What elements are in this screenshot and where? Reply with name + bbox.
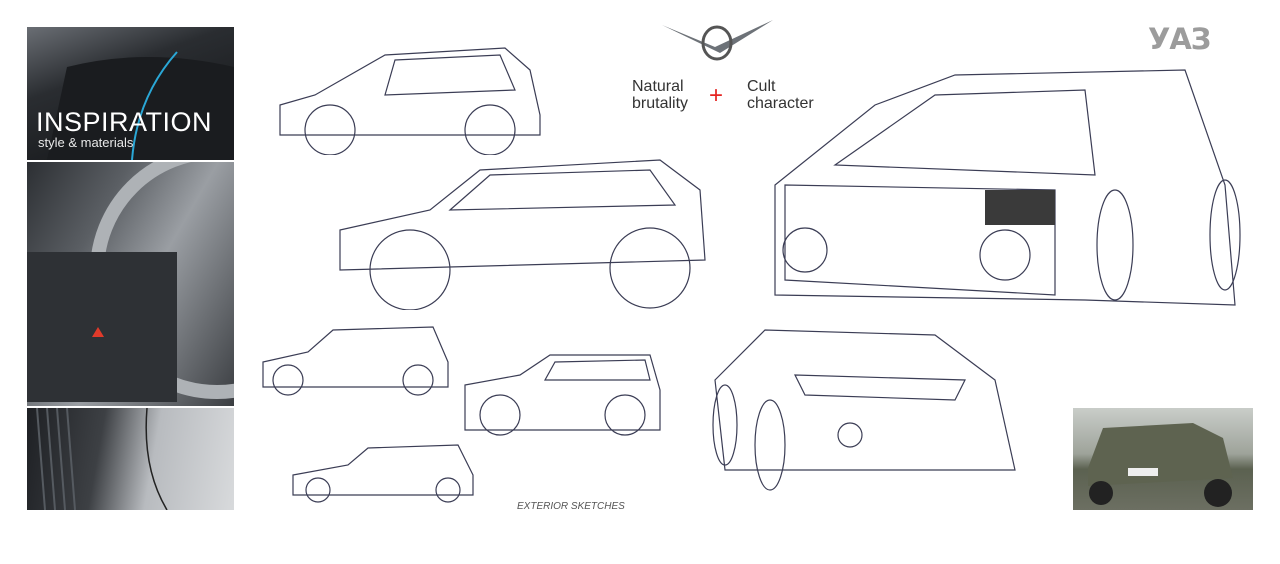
tagline-left-line1: Natural [632, 78, 684, 95]
tagline-left-line2: brutality [632, 95, 689, 112]
tire-texture-image [47, 51, 234, 160]
inspiration-image-material: INSPIRATION style & materials [27, 27, 234, 160]
exterior-sketches-caption: EXTERIOR SKETCHES [517, 501, 625, 512]
tagline-left: Natural brutality [632, 78, 688, 112]
sketch-rear-three-quarter [712, 329, 1016, 491]
plus-sign: + [709, 82, 724, 109]
tagline-right-line2: character [747, 95, 814, 112]
tagline-right: Cult character [747, 78, 814, 112]
inspiration-subtitle: style & materials [38, 135, 134, 150]
sketch-side-view-2 [339, 159, 706, 310]
inspiration-title: INSPIRATION [36, 107, 213, 137]
inspiration-image-surface [27, 408, 234, 510]
reference-photo-uaz-hunter [1073, 408, 1253, 510]
tagline-right-line1: Cult [747, 78, 776, 95]
sketch-side-view-5 [292, 444, 474, 503]
uaz-wordmark: УАЗ [1148, 22, 1211, 56]
uaz-emblem-icon [662, 20, 773, 61]
sketch-side-view-1 [279, 47, 541, 155]
sketch-side-view-4 [464, 354, 661, 436]
sketch-side-view-3 [262, 326, 449, 396]
inspiration-image-mechanical [27, 162, 234, 406]
sketch-front-three-quarter [774, 69, 1241, 306]
